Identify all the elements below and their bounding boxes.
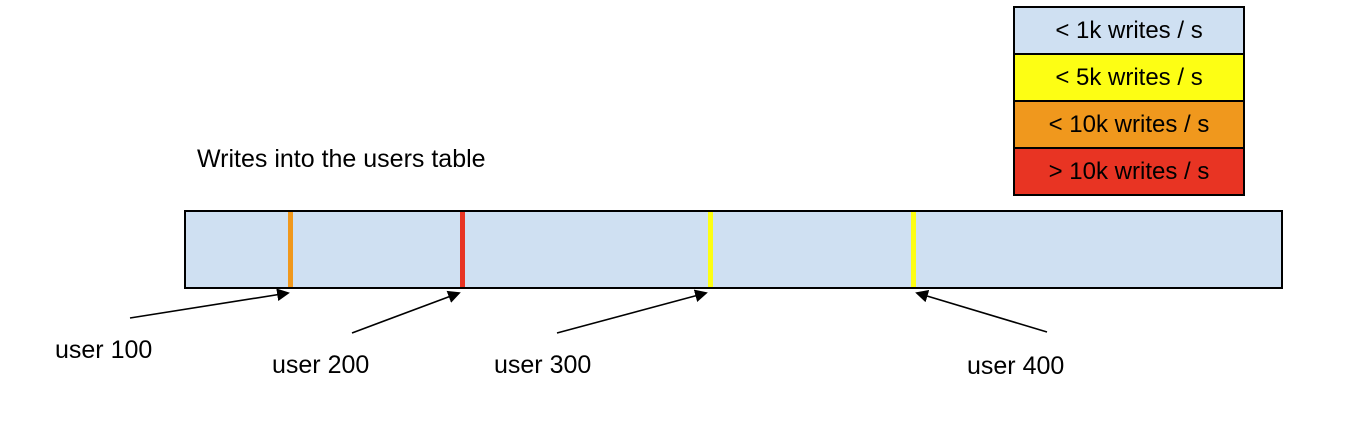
label-user-400: user 400: [967, 352, 1065, 380]
arrow-user-200: [351, 290, 461, 334]
marker-user-400: [910, 212, 916, 287]
legend: < 1k writes / s < 5k writes / s < 10k wr…: [1013, 6, 1245, 196]
marker-user-100: [287, 212, 293, 287]
legend-item-lt-1k: < 1k writes / s: [1015, 8, 1243, 53]
legend-item-lt-5k: < 5k writes / s: [1015, 53, 1243, 100]
legend-item-gt-10k: > 10k writes / s: [1015, 147, 1243, 194]
marker-user-200: [459, 212, 465, 287]
arrow-user-100: [129, 288, 290, 319]
users-table-bar: [184, 210, 1283, 289]
label-user-200: user 200: [272, 351, 370, 379]
arrow-user-400: [915, 289, 1048, 333]
label-user-100: user 100: [55, 336, 153, 364]
label-user-300: user 300: [494, 351, 592, 379]
arrow-user-300: [556, 289, 708, 334]
diagram-title: Writes into the users table: [197, 145, 486, 173]
marker-user-300: [707, 212, 713, 287]
legend-item-lt-10k: < 10k writes / s: [1015, 100, 1243, 147]
